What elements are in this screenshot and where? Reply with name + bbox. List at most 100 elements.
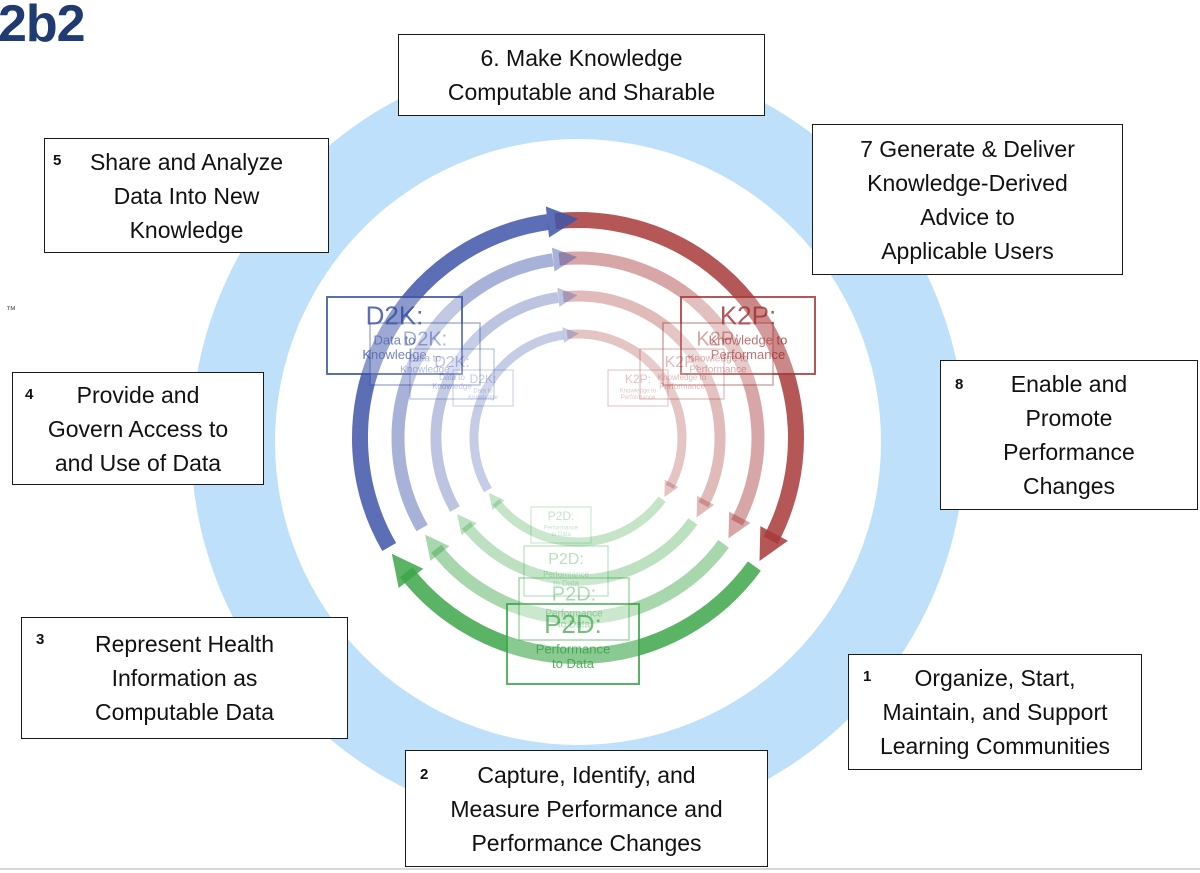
k2p-arrowhead-4 [664,479,679,498]
d2k-arrowhead-1 [545,206,579,238]
k2p-full-text-2-2: Performance [689,364,747,375]
p2d-arc-2 [431,539,729,625]
k2p-full-text-3-1: Knowledge to [658,373,707,382]
step-5-box: 5 Share and Analyze Data Into New Knowle… [44,138,329,253]
step-3-box: 3 Represent Health Information as Comput… [21,617,348,739]
step-1-text: Organize, Start, Maintain, and Support L… [879,665,1111,759]
d2k-abbr-text-2: D2K: [403,328,447,350]
d2k-abbr-text-4: D2K: [470,372,497,386]
p2d-arrowhead-4 [488,492,505,510]
step-2-text: Capture, Identify, and Measure Performan… [450,761,723,856]
k2p-abbr-text-2: K2P: [696,328,739,350]
step-6-text: 6. Make Knowledge Computable and Sharabl… [447,45,716,105]
bottom-divider [0,868,1200,870]
p2d-abbr-text-1: P2D: [544,609,602,639]
p2d-arc-4 [492,496,666,547]
step-4-box: 4 Provide and Govern Access to and Use o… [12,372,264,485]
p2d-arrowhead-1 [391,553,424,588]
p2d-arc-3 [461,518,698,586]
k2p-full-text-4-2: Performance [621,395,656,401]
step-7-text: 7 Generate & Deliver Knowledge-Derived A… [860,135,1075,264]
step-2-number: 2 [420,766,429,783]
step-3-text: Represent Health Information as Computab… [95,631,274,725]
step-2-box: 2 Capture, Identify, and Measure Perform… [405,750,768,867]
d2k-abbr-text-3: D2K: [434,354,470,371]
trademark-symbol: ™ [6,305,16,316]
d2k-arc-1 [352,214,549,551]
d2k-full-text-2-2: Knowledge [400,364,450,375]
step-8-box: 8 Enable and Promote Performance Changes [940,360,1198,510]
step-5-number: 5 [53,152,62,169]
k2p-full-text-3-2: Performance [659,382,705,391]
step-3-number: 3 [36,631,45,648]
d2k-full-text-4-2: Knowledge [468,395,498,401]
d2k-full-text-3-2: Knowledge [432,382,472,391]
p2d-abbr-text-4: P2D: [548,509,575,523]
d2k-arc-4 [469,330,565,493]
k2p-abbr-text-3: K2P: [665,354,700,371]
d2k-full-text-1-1: Data to [374,333,416,348]
d2k-abbr-text-1: D2K: [366,301,424,331]
p2d-arrowhead-3 [457,514,477,536]
k2p-arrowhead-3 [696,495,715,518]
k2p-arrowhead-2 [728,511,751,539]
step-8-text: Enable and Promote Performance Changes [1003,371,1135,499]
d2k-arrowhead-3 [557,287,578,307]
d2k-arrowhead-4 [562,327,579,343]
p2d-full-text-4-1: Performance [544,525,579,531]
p2d-full-text-1-2: to Data [552,656,595,671]
k2p-full-text-1-1: Knowledge to [709,333,788,348]
p2d-full-text-1-1: Performance [536,642,610,657]
k2p-arc-2 [558,251,765,526]
step-7-box: 7 Generate & Deliver Knowledge-Derived A… [812,124,1123,275]
d2k-full-text-3-1: Data to [439,373,465,382]
d2k-arrowhead-2 [551,247,578,272]
step-4-number: 4 [25,386,34,403]
step-8-number: 8 [955,376,964,393]
p2d-arc-1 [399,561,761,664]
p2d-full-text-3-2: to Data [553,579,579,588]
k2p-arc-4 [566,329,687,489]
step-1-number: 1 [863,668,872,685]
p2d-full-text-3-1: Performance [543,570,589,579]
p2d-full-text-4-2: to Data [551,532,571,538]
k2p-arc-3 [562,290,726,508]
p2d-arrowhead-2 [425,534,450,561]
step-6-box: 6. Make Knowledge Computable and Sharabl… [398,34,765,116]
p2d-abbr-text-3: P2D: [548,551,584,568]
d2k-arc-2 [391,253,554,532]
p2d-full-text-2-1: Performance [545,608,603,619]
k2p-abbr-text-4: K2P: [625,372,651,386]
cycle-arrows [352,206,804,664]
p2d-full-text-2-2: to Data [558,619,591,630]
logo-2b2: 2b2 [0,0,86,53]
k2p-arrowhead-1 [759,526,788,562]
k2p-arc-1 [554,212,804,545]
d2k-full-text-1-2: Knowledge [362,347,426,362]
k2p-full-text-1-2: Performance [711,347,785,362]
k2p-full-text-4-1: Knowledge to [620,388,657,394]
k2p-abbr-text-1: K2P: [720,301,776,331]
step-5-text: Share and Analyze Data Into New Knowledg… [89,148,284,243]
d2k-full-text-4-1: Data to [473,388,493,394]
d2k-arc-3 [430,291,559,512]
k2p-full-text-2-1: Knowledge to [688,353,749,364]
d2k-full-text-2-1: Data to [409,353,442,364]
step-4-text: Provide and Govern Access to and Use of … [47,381,229,476]
p2d-abbr-text-2: P2D: [552,583,596,605]
step-1-box: 1 Organize, Start, Maintain, and Support… [848,654,1142,770]
